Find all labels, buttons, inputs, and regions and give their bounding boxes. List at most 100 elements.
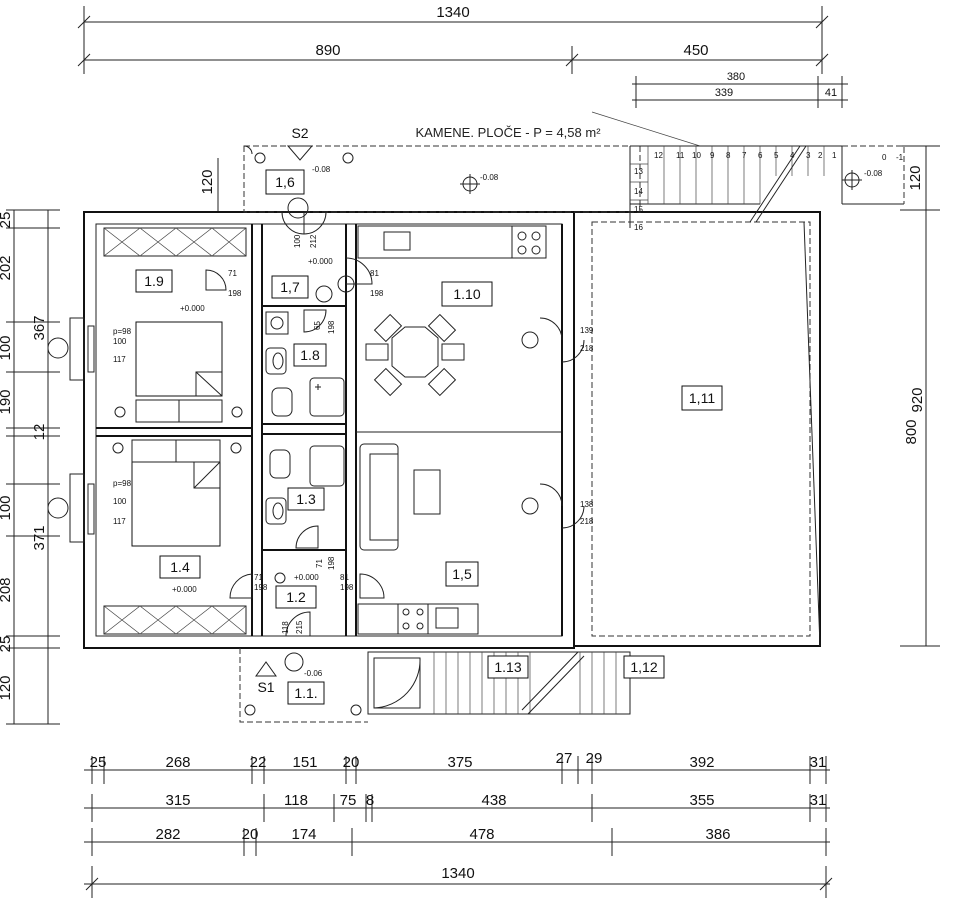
dim-b1-8: 29 (586, 750, 603, 767)
stair-num-7: 7 (742, 151, 747, 160)
sofa (359, 443, 399, 551)
window-tag-upper-a: p=98 (113, 327, 132, 336)
bathrooms: 1.8 65 198 1.3 71 198 (265, 309, 345, 570)
dining-room: 1.10 81 198 139 218 (337, 225, 594, 397)
double-bed-upper (135, 321, 223, 397)
stair-num-10: 10 (692, 151, 701, 160)
room-label-1-2: 1.2 (286, 589, 306, 605)
room-label-1-8: 1.8 (300, 347, 320, 363)
dim-b3-3: 174 (291, 826, 316, 843)
room-label-1-13: 1.13 (494, 659, 521, 675)
front-terrace-area: S2 1,6 -0.08 -0.08 (243, 125, 499, 195)
dim-b1-7: 27 (556, 750, 573, 767)
dim-b3-2: 20 (242, 826, 259, 843)
room-label-1-12: 1,12 (630, 659, 657, 675)
dim-b1-9: 392 (689, 754, 714, 771)
room-label-1-5: 1,5 (452, 566, 472, 582)
living-room: 138 218 1,5 (357, 443, 594, 635)
terrace-note: KAMENE. PLOČE - P = 4,58 m² (415, 125, 601, 140)
bedroom-upper: p=98 100 117 1.9 +0.000 71 198 (47, 227, 247, 423)
right-dimensions: 920 120 800 (900, 145, 940, 647)
room-label-1-9: 1.9 (144, 273, 164, 289)
level-1-6: -0.08 (312, 165, 331, 174)
door-tag-entrance-b: 215 (295, 620, 304, 634)
dim-stair-total: 380 (727, 71, 745, 83)
dim-b2-2: 118 (284, 792, 308, 809)
dim-b2-6: 355 (689, 792, 714, 809)
stair-num-minus1: -1 (896, 153, 904, 162)
dim-left-7: 25 (0, 636, 14, 653)
level-stair-top: -0.08 (864, 169, 883, 178)
interior-walls (96, 224, 563, 636)
room-label-1-7: 1,7 (280, 279, 300, 295)
dim-b2-7: 31 (810, 792, 827, 809)
level-1-1: -0.06 (304, 669, 323, 678)
bottom-dimensions: 25 268 22 151 20 375 27 29 392 31 315 11… (84, 750, 833, 898)
dim-top-left: 890 (315, 42, 340, 59)
room-label-1-10: 1.10 (453, 286, 480, 302)
exterior-stair-top: 12 11 10 9 8 7 6 5 4 3 2 1 13 14 15 16 0… (629, 145, 905, 232)
level-1-2: +0.000 (294, 573, 319, 582)
stair-num-14: 14 (634, 187, 643, 196)
dim-top-total: 1340 (436, 4, 469, 21)
dim-left-6: 208 (0, 577, 14, 602)
dim-left-col2-1: 367 (31, 315, 48, 340)
dim-top-right: 450 (683, 42, 708, 59)
door-tag-1-7-b: 212 (309, 234, 318, 248)
exterior-walls (83, 211, 821, 649)
dim-right-outer: 920 (909, 387, 926, 412)
room-label-1-6: 1,6 (275, 174, 295, 190)
entrance-porch: S1 -0.06 1.1. (244, 661, 362, 716)
stair-num-6: 6 (758, 151, 763, 160)
window-tag-upper-c: 117 (113, 355, 126, 364)
window-tag-upper-b: 100 (113, 337, 127, 346)
left-dimensions: 25 202 100 190 100 208 25 120 367 12 371… (0, 158, 228, 725)
door-tag-1-2-b: 198 (340, 583, 354, 592)
door-tag-terrace-upper-b: 218 (580, 344, 594, 353)
stair-num-8: 8 (726, 151, 731, 160)
dim-left-8: 120 (0, 675, 14, 700)
dim-top-left-small: 120 (199, 169, 216, 194)
stair-num-11: 11 (676, 151, 685, 160)
dim-right-inner: 800 (903, 419, 920, 444)
dim-b2-1: 315 (165, 792, 190, 809)
dim-bottom-total: 1340 (441, 865, 474, 882)
door-tag-1-10-a: 81 (370, 269, 379, 278)
dim-b1-3: 22 (250, 754, 267, 771)
door-tag-1-9-a: 71 (228, 269, 237, 278)
door-tag-terrace-upper-a: 139 (580, 326, 594, 335)
stair-num-15: 15 (634, 205, 643, 214)
room-label-1-3: 1.3 (296, 491, 316, 507)
door-tag-terrace-lower-a: 138 (580, 500, 594, 509)
coffee-table (413, 469, 441, 515)
door-tag-1-8-b: 198 (327, 320, 336, 334)
dim-b1-10: 31 (810, 754, 827, 771)
door-tag-1-3-a: 71 (315, 559, 324, 568)
stair-num-0: 0 (882, 153, 887, 162)
stair-num-1: 1 (832, 151, 837, 160)
dim-b1-2: 268 (165, 754, 190, 771)
dim-b2-5: 438 (481, 792, 506, 809)
entrance-stair: 1.13 1,12 (367, 651, 665, 715)
hall-lower: +0.000 1.2 81 198 118 215 (274, 572, 385, 672)
window-tag-lower-a: p=98 (113, 479, 132, 488)
door-tag-1-10-b: 198 (370, 289, 384, 298)
dim-b3-5: 386 (705, 826, 730, 843)
door-tag-1-8-a: 65 (313, 321, 322, 330)
dim-left-5: 100 (0, 495, 14, 520)
bedroom-lower: p=98 100 117 1.4 +0.000 71 198 (47, 439, 268, 635)
dim-b1-5: 20 (343, 754, 360, 771)
entrance-terrace (239, 648, 368, 723)
dim-left-3: 100 (0, 335, 14, 360)
stair-num-16: 16 (634, 223, 643, 232)
dim-left-2: 202 (0, 255, 14, 280)
stair-num-2: 2 (818, 151, 823, 160)
top-dimensions: 1340 890 450 380 339 41 (77, 4, 848, 108)
dim-stair-a: 339 (715, 87, 733, 99)
dim-b1-1: 25 (90, 754, 107, 771)
stair-num-3: 3 (806, 151, 811, 160)
dim-b1-6: 375 (447, 754, 472, 771)
level-1-4: +0.000 (172, 585, 197, 594)
stair-num-12: 12 (654, 151, 663, 160)
